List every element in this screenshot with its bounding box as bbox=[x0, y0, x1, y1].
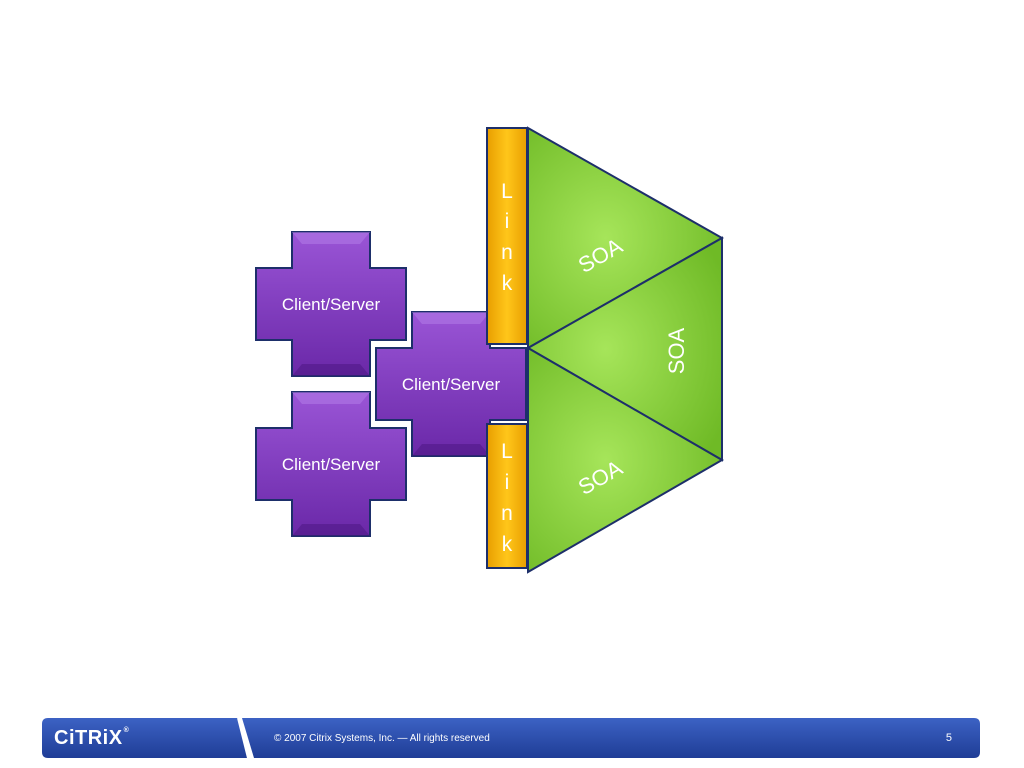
client-server-label-3: Client/Server bbox=[282, 455, 381, 474]
link-bottom-letter-3: n bbox=[501, 502, 513, 525]
architecture-diagram: Client/Server Client/Server Client/Serve… bbox=[255, 126, 725, 574]
soa-triangle-bottom: SOA bbox=[527, 346, 725, 574]
client-server-cross-1: Client/Server bbox=[255, 231, 407, 377]
footer-background bbox=[42, 718, 980, 758]
link-top-letter-2: i bbox=[505, 210, 510, 233]
client-server-cross-3: Client/Server bbox=[255, 391, 407, 537]
page-number: 5 bbox=[945, 732, 952, 744]
citrix-logo-text: CiTRiX bbox=[54, 727, 123, 749]
link-bottom-letter-4: k bbox=[502, 533, 513, 556]
link-bottom-letter-1: L bbox=[501, 440, 513, 463]
link-top-letter-1: L bbox=[501, 180, 513, 203]
citrix-logo: CiTRiX® bbox=[54, 727, 129, 750]
client-server-label-1: Client/Server bbox=[282, 295, 381, 314]
link-bottom-letter-2: i bbox=[505, 471, 510, 494]
client-server-label-2: Client/Server bbox=[402, 375, 501, 394]
footer-bar: CiTRiX® © 2007 Citrix Systems, Inc. — Al… bbox=[42, 718, 980, 758]
link-top-letter-3: n bbox=[501, 241, 513, 264]
link-top-letter-4: k bbox=[502, 272, 513, 295]
link-bar-top: L i n k bbox=[486, 127, 528, 345]
registered-mark-icon: ® bbox=[123, 727, 130, 734]
soa-label-middle: SOA bbox=[664, 327, 689, 374]
link-bar-bottom: L i n k bbox=[486, 423, 528, 569]
copyright-text: © 2007 Citrix Systems, Inc. — All rights… bbox=[274, 733, 490, 744]
